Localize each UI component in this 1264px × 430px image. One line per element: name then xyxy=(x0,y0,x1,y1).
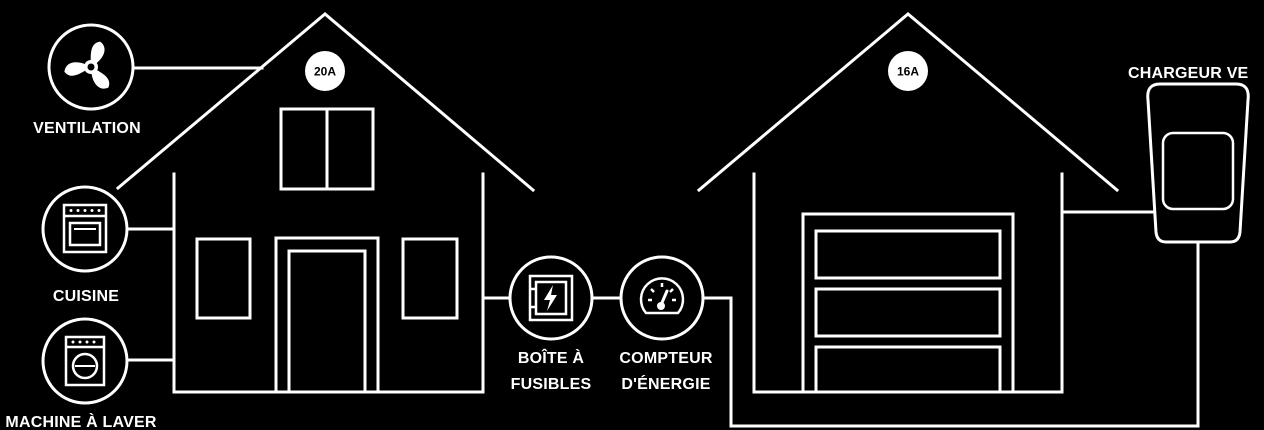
charger-label: CHARGEUR VE xyxy=(1128,65,1249,82)
fuse-box-label-line2: FUSIBLES xyxy=(511,376,592,393)
house-amperage-text: 20A xyxy=(314,65,336,79)
cuisine-label: CUISINE xyxy=(53,288,119,305)
house-left-window xyxy=(197,239,250,318)
house-walls xyxy=(174,174,483,392)
garage-door-panel xyxy=(816,289,1000,336)
house-amperage-badge: 20A xyxy=(305,51,345,91)
garage-amperage-badge: 16A xyxy=(888,51,928,91)
garage-roof xyxy=(699,14,1117,190)
fuse-box-label-line1: BOÎTE À xyxy=(518,348,585,367)
ventilation-label: VENTILATION xyxy=(33,120,141,137)
house-door xyxy=(289,251,365,392)
garage-door-frame xyxy=(803,214,1013,392)
fuse-box-icon xyxy=(530,276,572,320)
house-door-frame xyxy=(276,238,378,392)
garage-walls xyxy=(754,174,1062,392)
house-right-window xyxy=(403,239,457,318)
cuisine-device xyxy=(43,187,127,271)
energy-meter-device xyxy=(621,257,703,339)
garage-door-panel xyxy=(816,347,1000,392)
wire-meter-charger xyxy=(703,242,1198,426)
fuse-box-device xyxy=(510,257,592,339)
machine-label: MACHINE À LAVER xyxy=(5,412,156,430)
meter-label-line1: COMPTEUR xyxy=(619,350,712,367)
washing-machine-device xyxy=(43,319,127,403)
meter-label-line2: D'ÉNERGIE xyxy=(621,374,710,393)
garage-amperage-text: 16A xyxy=(897,65,919,79)
ev-charger-device xyxy=(1148,84,1249,242)
ventilation-device xyxy=(49,25,133,109)
ev-charger-icon xyxy=(1148,84,1249,242)
garage-door-panel xyxy=(816,231,1000,278)
